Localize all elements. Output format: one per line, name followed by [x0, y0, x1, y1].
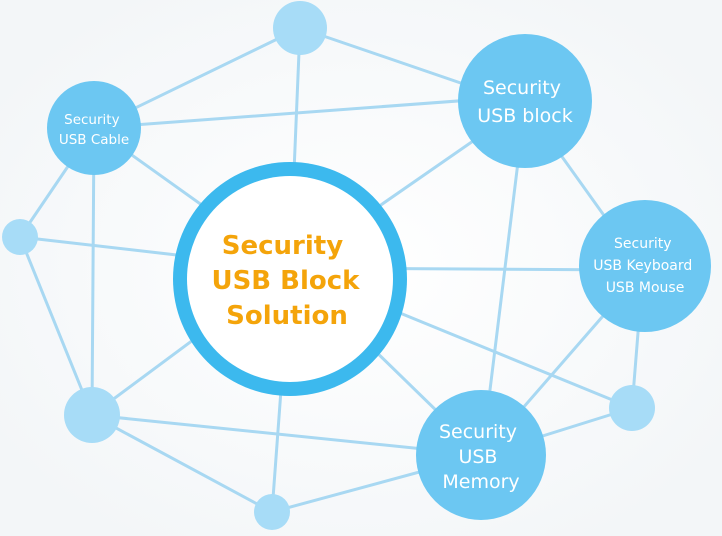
- svg-text:Security USB Block: Security USB Block Solution: [211, 231, 368, 331]
- node-usb-cable-line-2: USB Cable: [59, 132, 129, 148]
- node-usb-memory-line-1: Security: [439, 421, 517, 443]
- node-keyboard-mouse: Security USB Keyboard USB Mouse: [579, 200, 711, 332]
- node-usb-cable-line-1: Security: [64, 112, 119, 128]
- node-keyboard-mouse-line-1: Security: [614, 236, 672, 252]
- center-title-line-2: USB Block: [211, 266, 360, 296]
- svg-text:Security USB Cable: Security USB Cable: [59, 112, 129, 148]
- connection-line: [18, 235, 94, 417]
- node-usb-memory: Security USB Memory: [416, 390, 546, 520]
- svg-text:Security USB Memor: Security USB Memory: [439, 421, 523, 493]
- connection-line: [92, 94, 527, 130]
- node-usb-block-line-2: USB block: [477, 105, 572, 127]
- node-keyboard-mouse-line-3: USB Mouse: [606, 280, 685, 296]
- svg-text:Security USB Keyboard: Security USB Keyboard USB Mouse: [593, 236, 696, 296]
- node-usb-memory-line-2: USB: [458, 446, 497, 468]
- center-title-line-1: Security: [222, 231, 343, 261]
- node-usb-block-circle: [458, 34, 592, 168]
- node-usb-memory-circle: [416, 390, 546, 520]
- small-node-left: [2, 219, 38, 255]
- center-title-line-3: Solution: [226, 301, 348, 331]
- node-keyboard-mouse-line-2: USB Keyboard: [593, 258, 692, 274]
- svg-text:Security USB block: Security USB block: [477, 77, 572, 127]
- node-usb-cable-circle: [47, 81, 141, 175]
- node-usb-memory-line-3: Memory: [442, 471, 519, 493]
- node-usb-cable: Security USB Cable: [47, 81, 141, 175]
- connection-line: [90, 126, 96, 417]
- connection-line: [90, 413, 274, 514]
- small-node-top: [273, 1, 327, 55]
- small-node-bottom-left: [64, 387, 120, 443]
- node-usb-block-line-1: Security: [483, 77, 561, 99]
- node-keyboard-mouse-circle: [579, 200, 711, 332]
- center-hub-fill: [187, 176, 393, 382]
- center-hub: Security USB Block Solution: [173, 162, 407, 396]
- small-node-bottom: [254, 494, 290, 530]
- small-node-right: [609, 385, 655, 431]
- node-usb-block: Security USB block: [458, 34, 592, 168]
